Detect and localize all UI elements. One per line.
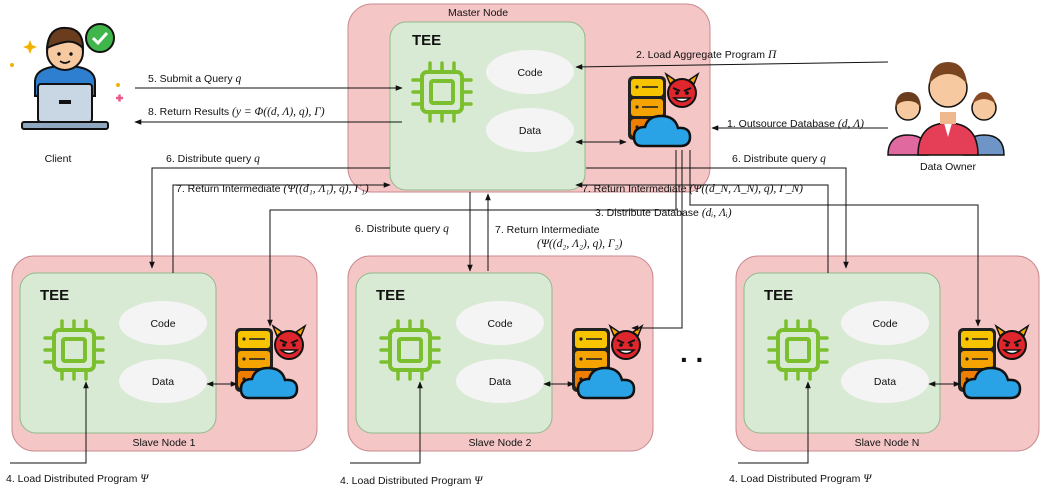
slave1-tee: TEE Code Data: [19, 272, 217, 434]
step-labels: 1. Outsource Database (d, Λ) 2. Load Agg…: [6, 49, 872, 487]
step-3-label: 3. Distribute Database (dᵢ, Λᵢ): [595, 207, 732, 219]
master-node-label: Master Node: [448, 7, 508, 19]
slaven-code-label: Code: [872, 318, 897, 330]
master-node: Master Node TEE Code Data: [347, 3, 711, 193]
slave2-tee-label: TEE: [376, 287, 405, 304]
arrow-2: [575, 61, 889, 70]
slaven-code-oval: [841, 301, 929, 345]
master-data-oval: [486, 108, 574, 152]
arrow-3-slave2: [631, 150, 683, 331]
step-6-label-slave2: 6. Distribute query q: [355, 223, 449, 235]
arrow-7-slaven: [575, 182, 829, 273]
master-code-label: Code: [517, 67, 542, 79]
client-label: Client: [45, 153, 72, 165]
step-7-label-slave2: 7. Return Intermediate: [495, 224, 600, 236]
step-6-label-slave1: 6. Distribute query q: [166, 153, 260, 165]
step-8-label: 8. Return Results (y = Φ((d, Λ), q), Γ): [148, 106, 325, 118]
arrows: [10, 61, 981, 464]
slave-node-n: TEE Code Data Slave Node N: [735, 255, 1040, 452]
master-code-oval: [486, 50, 574, 94]
step-4-label-slaven: 4. Load Distributed Program Ψ: [729, 473, 872, 485]
slaven-label: Slave Node N: [855, 437, 920, 449]
arrow-3-slave1: [267, 150, 677, 327]
ellipsis: . .: [680, 337, 703, 368]
arrow-4-slave1: [10, 381, 89, 464]
check-badge-icon: [85, 23, 115, 53]
slave1-tee-label: TEE: [40, 287, 69, 304]
master-data-label: Data: [519, 125, 541, 137]
slave-node-2: TEE Code Data Slave Node 2: [347, 255, 654, 452]
step-5-label: 5. Submit a Query q: [148, 73, 242, 85]
slave2-data-oval: [456, 359, 544, 403]
arrow-3-slaven: [689, 150, 981, 327]
step-2-label: 2. Load Aggregate Program Π: [636, 49, 777, 61]
step-4-label-slave2: 4. Load Distributed Program Ψ: [340, 475, 483, 487]
slave2-code-label: Code: [487, 318, 512, 330]
slave2-data-label: Data: [489, 376, 511, 388]
arrow-4-slaven: [738, 381, 811, 464]
slave2-tee: TEE Code Data: [355, 272, 553, 434]
laptop-icon: [21, 83, 109, 130]
arrow-6-slaven: [586, 167, 849, 269]
client-actor: Client: [10, 23, 123, 165]
slaven-tee-label: TEE: [764, 287, 793, 304]
step-1-label: 1. Outsource Database (d, Λ): [727, 118, 864, 130]
master-tee-label: TEE: [412, 32, 441, 49]
data-owner-label: Data Owner: [920, 161, 977, 173]
slaven-data-oval: [841, 359, 929, 403]
slave1-data-oval: [119, 359, 207, 403]
step-4-label-slave1: 4. Load Distributed Program Ψ: [6, 473, 149, 485]
step-7-label-slaven: 7. Return Intermediate (Ψ((d_N, Λ_N), q)…: [582, 183, 803, 195]
slave2-code-oval: [456, 301, 544, 345]
step-7-label-slave1: 7. Return Intermediate (Ψ((d₁, Λ₁), q), …: [176, 183, 369, 195]
slave2-label: Slave Node 2: [468, 437, 531, 449]
slaven-data-label: Data: [874, 376, 896, 388]
slave1-label: Slave Node 1: [132, 437, 195, 449]
step-6-label-slaven: 6. Distribute query q: [732, 153, 826, 165]
slave1-data-label: Data: [152, 376, 174, 388]
data-owner-group-icon: [887, 62, 1005, 156]
data-owner-actor: Data Owner: [887, 62, 1005, 173]
slaven-tee: TEE Code Data: [743, 272, 941, 434]
arrow-4-slave2: [350, 381, 423, 464]
arrow-7-slave1: [172, 182, 391, 273]
master-tee: TEE Code Data: [389, 21, 586, 191]
slave1-code-oval: [119, 301, 207, 345]
slave1-code-label: Code: [150, 318, 175, 330]
step-7-math-slave2: (Ψ((d₂, Λ₂), q), Γ₂): [537, 238, 622, 250]
arrow-6-slave1: [149, 167, 390, 269]
slave-node-1: TEE Code Data Slave Node 1: [11, 255, 318, 452]
